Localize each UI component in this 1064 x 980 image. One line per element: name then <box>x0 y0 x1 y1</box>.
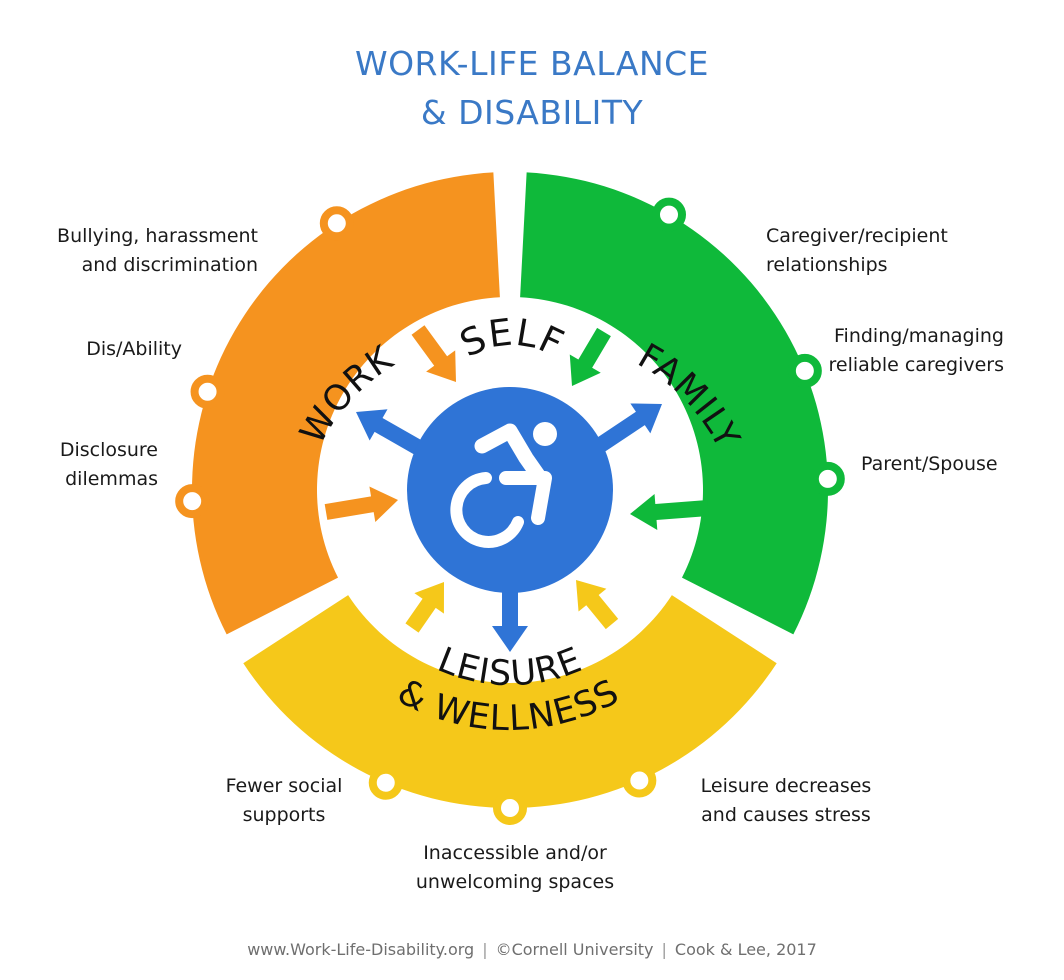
leisure-factor-2: Inaccessible and/or unwelcoming spaces <box>415 842 615 893</box>
footer-credit: Cook & Lee, 2017 <box>674 940 817 959</box>
footer-site[interactable]: www.Work-Life-Disability.org <box>247 940 475 959</box>
family-factor-3: Parent/Spouse <box>861 453 998 475</box>
footer-copyright: ©Cornell University <box>495 940 654 959</box>
wheelchair-accessibility-icon <box>450 422 557 548</box>
work-to-self-arrow-1 <box>411 325 456 382</box>
work-factor-2: Dis/Ability <box>86 338 182 360</box>
work-factor-1: Bullying, harassment and discrimination <box>57 225 258 276</box>
work-to-self-arrow-2 <box>324 486 398 523</box>
leisure-factor-dot-2 <box>493 791 527 825</box>
leisure-segment <box>243 595 777 808</box>
title-line-1: WORK-LIFE BALANCE <box>354 44 710 83</box>
leisure-factor-dot-1 <box>368 765 403 800</box>
title-line-2: & DISABILITY <box>420 93 644 132</box>
family-to-self-arrow-1 <box>569 327 611 386</box>
work-factor-dot-2 <box>190 374 225 409</box>
family-to-self-arrow-2 <box>630 494 709 530</box>
work-segment <box>192 172 500 635</box>
work-factor-3: Disclosure dilemmas <box>59 439 158 490</box>
family-factor-1: Caregiver/recipient relationships <box>766 225 948 276</box>
leisure-factor-dot-3 <box>622 763 657 798</box>
work-factor-dot-3 <box>175 484 210 519</box>
work-factor-dot-1 <box>319 206 354 241</box>
self-label: SELF <box>454 310 571 365</box>
leisure-factor-1: Fewer social supports <box>225 775 343 826</box>
leisure-to-self-arrow-1 <box>405 582 444 633</box>
self-to-leisure-arrow <box>492 580 528 652</box>
leisure-factor-3: Leisure decreases and causes stress <box>700 775 872 826</box>
leisure-to-self-arrow-2 <box>576 580 619 630</box>
footer: www.Work-Life-Disability.org|©Cornell Un… <box>247 940 817 959</box>
family-factor-2: Finding/managing reliable caregivers <box>828 325 1004 376</box>
family-segment <box>520 172 828 635</box>
family-factor-dot-1 <box>652 197 686 232</box>
family-factor-dot-3 <box>810 461 845 496</box>
family-factor-dot-2 <box>787 353 822 388</box>
self-circle <box>407 387 613 593</box>
